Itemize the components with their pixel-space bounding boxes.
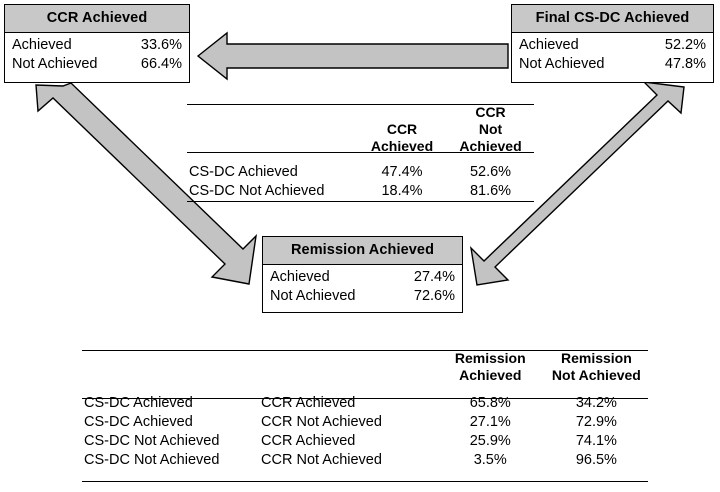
middle-table-top-rule — [187, 104, 534, 105]
middle-table-header-row: CCR Achieved CCR Not Achieved — [187, 104, 534, 155]
csdc-row-not-achieved-label: Not Achieved — [519, 56, 605, 72]
final-csdc-achieved-box: Final CS-DC Achieved Achieved 52.2% Not … — [511, 4, 714, 83]
bottom-row0-remission-achieved: 65.8% — [469, 395, 511, 411]
remission-box-body: Achieved 27.4% Not Achieved 72.6% — [263, 265, 462, 310]
ccr-row-achieved-label: Achieved — [12, 37, 72, 53]
middle-table-header-spacer — [187, 155, 534, 163]
middle-row0-label: CS-DC Achieved — [189, 164, 298, 180]
bottom-table-bottom-rule — [82, 481, 648, 482]
ccr-row-achieved-value: 33.6% — [140, 37, 182, 53]
csdc-row-achieved-value: 52.2% — [664, 37, 706, 53]
bottom-row3-ccr: CCR Not Achieved — [261, 452, 382, 468]
bottom-th-remission-not-achieved: Remission Not Achieved — [551, 350, 641, 383]
bottom-row2-remission-achieved: 25.9% — [469, 433, 511, 449]
remission-achieved-box: Remission Achieved Achieved 27.4% Not Ac… — [262, 236, 463, 313]
csdc-row-achieved: Achieved 52.2% — [519, 36, 706, 55]
bottom-table-header-row: Remission Achieved Remission Not Achieve… — [82, 350, 648, 384]
bottom-table-top-rule — [82, 350, 648, 351]
middle-th-blank — [187, 104, 357, 155]
csdc-to-ccr-arrow — [196, 31, 509, 81]
csdc-row-not-achieved: Not Achieved 47.8% — [519, 55, 706, 74]
table-row: CS-DC Not Achieved 18.4% 81.6% — [187, 182, 534, 201]
csdc-box-title: Final CS-DC Achieved — [512, 5, 713, 33]
middle-row1-label: CS-DC Not Achieved — [189, 183, 325, 199]
table-row: CS-DC Not Achieved CCR Achieved 25.9% 74… — [82, 432, 648, 451]
remission-row-not-achieved-label: Not Achieved — [270, 288, 356, 304]
csdc-row-achieved-label: Achieved — [519, 37, 579, 53]
middle-row0-ccr-achieved: 47.4% — [381, 164, 423, 180]
ccr-row-not-achieved-value: 66.4% — [140, 56, 182, 72]
table-row: CS-DC Achieved CCR Not Achieved 27.1% 72… — [82, 413, 648, 432]
middle-th-ccr-not-achieved: CCR Not Achieved — [459, 104, 522, 154]
bottom-row3-remission-not-achieved: 96.5% — [575, 452, 617, 468]
bottom-row1-csdc: CS-DC Achieved — [84, 414, 193, 430]
bottom-row1-remission-not-achieved: 72.9% — [575, 414, 617, 430]
table-row: CS-DC Achieved CCR Achieved 65.8% 34.2% — [82, 394, 648, 413]
csdc-row-not-achieved-value: 47.8% — [664, 56, 706, 72]
bottom-table-header-spacer — [82, 384, 648, 394]
bottom-table-header-rule — [82, 398, 648, 399]
remission-row-not-achieved-value: 72.6% — [413, 288, 455, 304]
remission-box-title: Remission Achieved — [263, 237, 462, 265]
ccr-row-not-achieved-label: Not Achieved — [12, 56, 98, 72]
middle-row0-ccr-not-achieved: 52.6% — [469, 164, 512, 180]
csdc-box-body: Achieved 52.2% Not Achieved 47.8% — [512, 33, 713, 78]
bottom-row0-ccr: CCR Achieved — [261, 395, 356, 411]
middle-row1-ccr-achieved: 18.4% — [381, 183, 423, 199]
remission-row-achieved: Achieved 27.4% — [270, 268, 455, 287]
bottom-row0-remission-not-achieved: 34.2% — [575, 395, 617, 411]
bottom-row3-csdc: CS-DC Not Achieved — [84, 452, 220, 468]
remission-row-not-achieved: Not Achieved 72.6% — [270, 287, 455, 306]
remission-by-csdc-ccr-table: Remission Achieved Remission Not Achieve… — [82, 350, 648, 482]
middle-table-header-rule — [187, 152, 534, 153]
ccr-achieved-box: CCR Achieved Achieved 33.6% Not Achieved… — [4, 4, 190, 83]
ccr-row-achieved: Achieved 33.6% — [12, 36, 182, 55]
table-row: CS-DC Not Achieved CCR Not Achieved 3.5%… — [82, 451, 648, 470]
bottom-row1-remission-achieved: 27.1% — [469, 414, 511, 430]
bottom-row2-ccr: CCR Achieved — [261, 433, 356, 449]
bottom-row3-remission-achieved: 3.5% — [473, 452, 507, 468]
ccr-by-csdc-table: CCR Achieved CCR Not Achieved CS-DC Achi… — [187, 104, 534, 202]
middle-row1-ccr-not-achieved: 81.6% — [469, 183, 512, 199]
middle-th-ccr-achieved: CCR Achieved — [370, 121, 434, 154]
bottom-row2-csdc: CS-DC Not Achieved — [84, 433, 220, 449]
ccr-row-not-achieved: Not Achieved 66.4% — [12, 55, 182, 74]
bottom-row1-ccr: CCR Not Achieved — [261, 414, 382, 430]
bottom-row2-remission-not-achieved: 74.1% — [575, 433, 617, 449]
bottom-th-blank-2 — [259, 350, 436, 384]
bottom-th-remission-achieved: Remission Achieved — [454, 350, 526, 383]
remission-row-achieved-value: 27.4% — [413, 269, 455, 285]
middle-table-bottom-rule — [187, 201, 534, 202]
remission-row-achieved-label: Achieved — [270, 269, 330, 285]
bottom-row0-csdc: CS-DC Achieved — [84, 395, 193, 411]
ccr-box-title: CCR Achieved — [5, 5, 189, 33]
bottom-th-blank-1 — [82, 350, 259, 384]
ccr-box-body: Achieved 33.6% Not Achieved 66.4% — [5, 33, 189, 78]
table-row: CS-DC Achieved 47.4% 52.6% — [187, 163, 534, 182]
